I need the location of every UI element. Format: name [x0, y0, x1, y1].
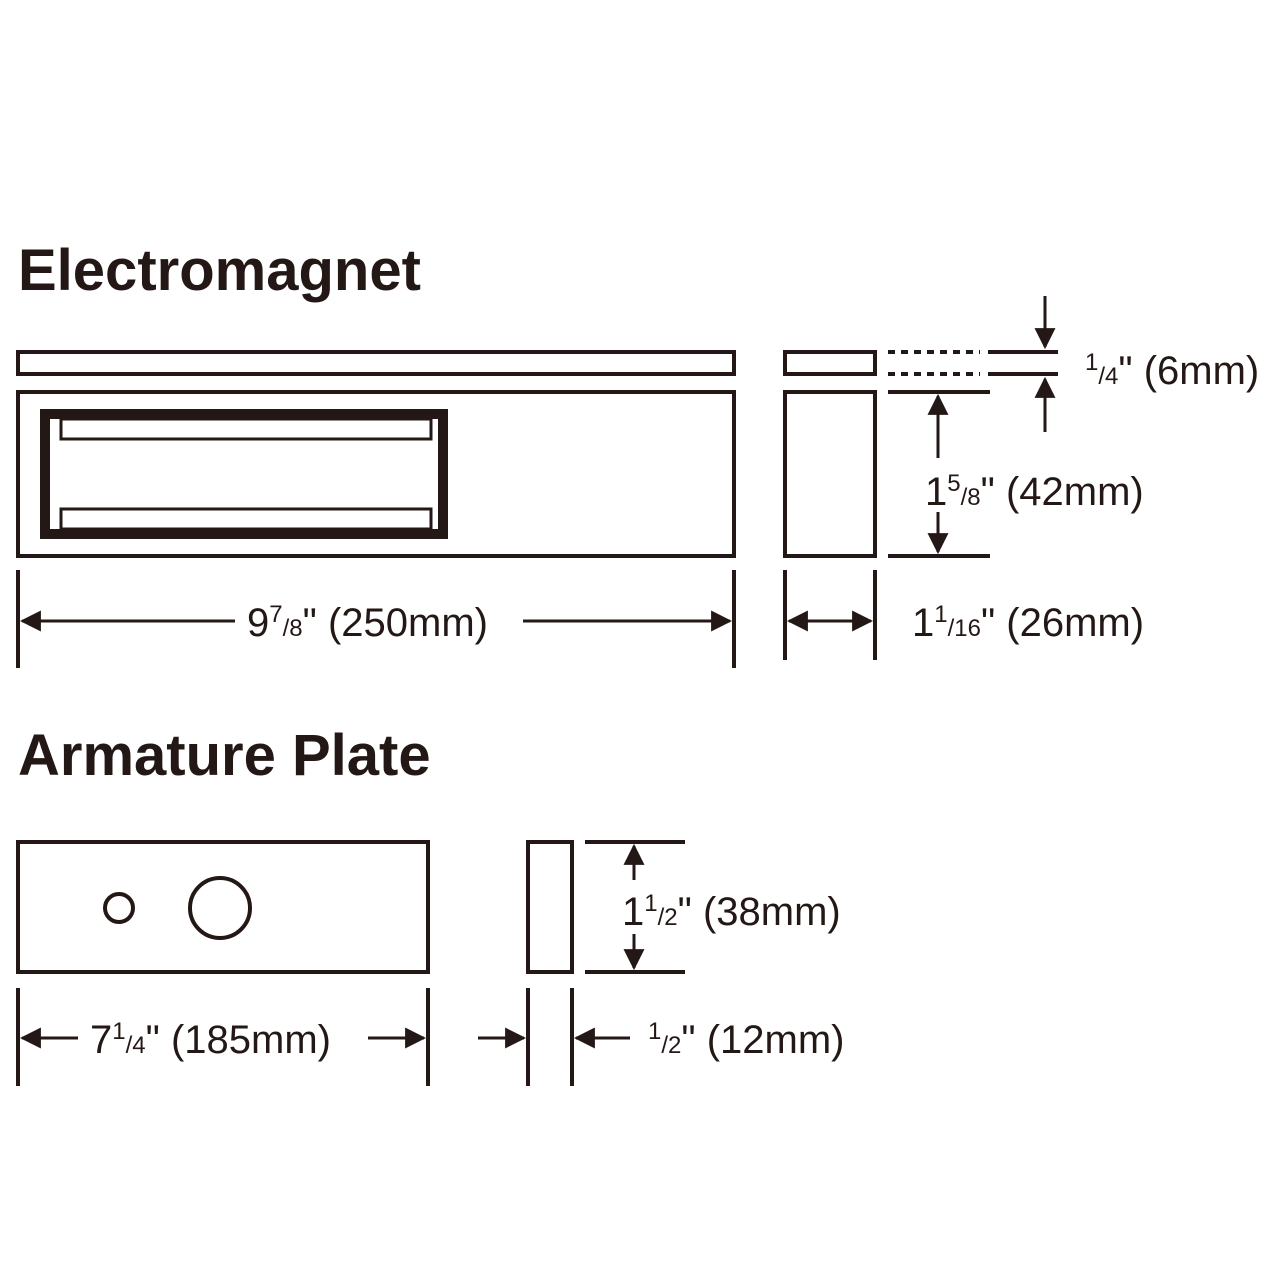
magnet-coil-strip-bottom: [59, 507, 433, 531]
armature-height-dimension: 11/2" (38mm): [585, 840, 841, 974]
magnet-height-dimension: 15/8" (42mm): [888, 390, 1144, 558]
side-mounting-plate: [783, 350, 877, 376]
magnet-depth-label: 11/16" (26mm): [912, 601, 1144, 645]
armature-small-hole: [103, 892, 135, 924]
magnet-length-label: 97/8" (250mm): [247, 601, 488, 645]
magnet-height-label: 15/8" (42mm): [925, 470, 1144, 514]
plate-thickness-dimension: 1/4" (6mm): [888, 296, 1259, 432]
armature-height-label: 11/2" (38mm): [622, 890, 841, 934]
electromagnet-front-view: [16, 350, 736, 558]
armature-thickness-dimension: 1/2" (12mm): [478, 988, 844, 1086]
magnet-coil-strip-top: [59, 417, 433, 441]
electromagnet-title: Electromagnet: [18, 238, 421, 303]
armature-large-hole: [188, 876, 252, 940]
armature-thickness-label: 1/2" (12mm): [648, 1018, 844, 1062]
armature-length-dimension: 71/4" (185mm): [16, 988, 430, 1086]
armature-side-view: [526, 840, 574, 974]
electromagnet-side-view: [783, 350, 877, 558]
magnet-body: [16, 390, 736, 558]
magnet-coil-face: [40, 409, 448, 539]
armature-front-view: [16, 840, 430, 974]
magnet-mounting-plate: [16, 350, 736, 376]
armature-plate-title: Armature Plate: [18, 723, 431, 788]
armature-plate-body: [16, 840, 430, 974]
magnet-depth-dimension: 11/16" (26mm): [783, 570, 1144, 660]
armature-length-label: 71/4" (185mm): [90, 1018, 331, 1062]
plate-thickness-label: 1/4" (6mm): [1085, 349, 1259, 393]
magnet-length-dimension: 97/8" (250mm): [16, 570, 736, 668]
side-body: [783, 390, 877, 558]
